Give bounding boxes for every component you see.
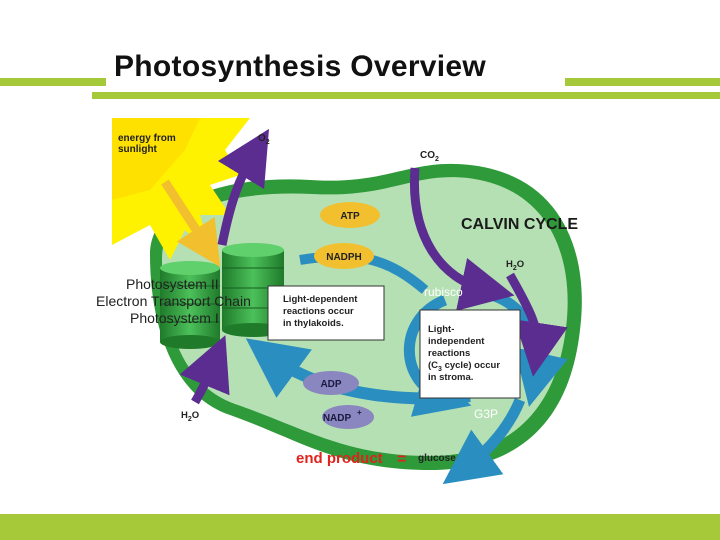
light-ind-line-2: independent <box>428 336 485 347</box>
light-ind-line-5: in stroma. <box>428 372 473 383</box>
light-ind-line-1: Light- <box>428 324 454 335</box>
calvin-cycle-label: CALVIN CYCLE <box>461 216 578 233</box>
nadp-oval: NADP + <box>322 405 374 429</box>
g3p-to-glucose-arrow <box>442 397 526 485</box>
h2o-left-label: H2O <box>181 410 199 423</box>
nadp-label: NADP <box>323 413 352 424</box>
rubisco-label: rubisco <box>424 285 463 299</box>
light-ind-line-4: (C3 cycle) occur <box>428 360 500 373</box>
nadph-label: NADPH <box>326 252 362 263</box>
adp-oval: ADP <box>303 371 359 395</box>
nadp-superscript: + <box>357 408 362 417</box>
end-product-label: end product <box>296 450 383 467</box>
g3p-label: G3P <box>474 407 498 421</box>
equals-sign: = <box>397 451 406 468</box>
light-ind-line-3: reactions <box>428 348 470 359</box>
sunlight-arrow <box>161 179 221 267</box>
title-underline-bar <box>92 92 720 99</box>
thylakoid-stack-right <box>222 243 284 337</box>
atp-label: ATP <box>340 211 360 222</box>
glucose-label: glucose <box>418 453 456 464</box>
light-dep-line-2: reactions occur <box>283 306 354 317</box>
adp-label: ADP <box>320 379 341 390</box>
o2-arrow <box>217 128 270 246</box>
h2o-right-arrow <box>506 272 568 377</box>
sun-label-line-1: energy from <box>118 133 176 144</box>
co2-arrow <box>409 167 515 311</box>
photosystem-i-label: Photosystem I <box>130 310 219 326</box>
light-dep-line-1: Light-dependent <box>283 294 358 305</box>
light-independent-box: Light- independent reactions (C3 cycle) … <box>419 309 521 399</box>
h2o-right-label: H2O <box>506 259 524 272</box>
slide-title: Photosynthesis Overview <box>114 50 487 83</box>
etc-label: Electron Transport Chain <box>96 293 251 309</box>
atp-oval: ATP <box>320 202 380 228</box>
top-accent-bar-right <box>565 78 720 86</box>
h2o-left-arrow <box>179 335 230 405</box>
nadph-oval: NADPH <box>314 243 374 269</box>
bottom-accent-bar <box>0 514 720 540</box>
sun-icon <box>112 118 250 260</box>
o2-label: O2 <box>258 133 270 146</box>
light-dep-line-3: in thylakoids. <box>283 318 344 329</box>
photosystem-ii-label: Photosystem II <box>126 276 219 292</box>
sun-label-line-2: sunlight <box>118 144 158 155</box>
co2-label: CO2 <box>420 150 439 163</box>
top-accent-bar-left <box>0 78 106 86</box>
light-dependent-box: Light-dependent reactions occur in thyla… <box>267 285 385 341</box>
